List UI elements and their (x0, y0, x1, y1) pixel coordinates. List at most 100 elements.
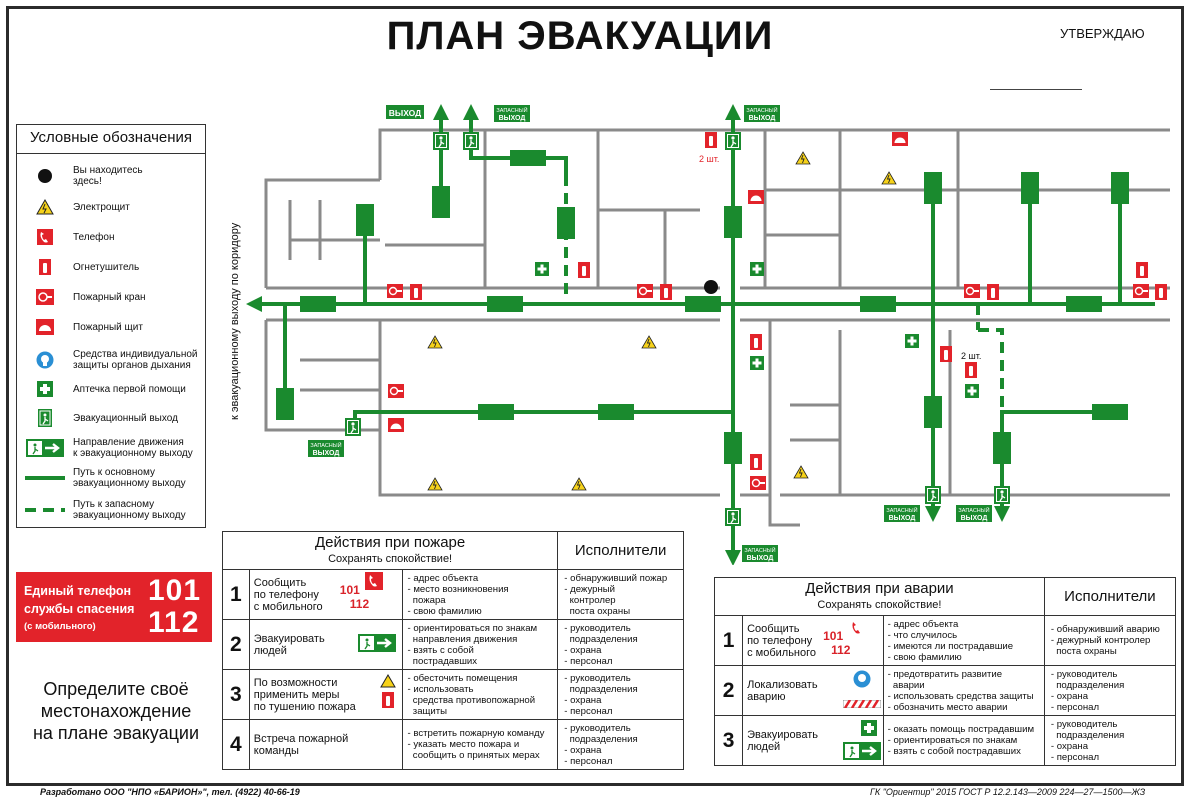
legend-item: Путь к основному эвакуационному выходу (17, 467, 205, 489)
legend-item: Аптечка первой помощи (17, 381, 205, 397)
accident-actions-table: Действия при аварии Сохранять спокойстви… (713, 577, 1177, 766)
exit-signs: ВЫХОД ЗАПАСНЫЙ ВЫХОД ЗАПАСНЫЙ ВЫХОД ЗАПА… (308, 105, 992, 562)
table-row: 1 Сообщить по телефону с мобильного 101 … (713, 615, 1177, 666)
legend-item: Вы находитесь здесь! (17, 165, 205, 187)
direction-arrow-icon (357, 634, 396, 652)
svg-text:ВЫХОД: ВЫХОД (961, 515, 988, 522)
legend-label: Пожарный кран (73, 291, 146, 303)
legend-label: Эвакуационный выход (73, 412, 178, 424)
respirator-icon (36, 351, 54, 369)
step-details: - ориентироваться по знакам направления … (402, 619, 559, 670)
extinguisher-count-lower: 2 шт. (961, 351, 981, 361)
fire-actions-title: Действия при пожаре (314, 533, 466, 551)
corridor-label: к эвакуационному выходу по коридору (230, 222, 241, 420)
locate-line: местонахождение (40, 701, 192, 721)
rescue-phone-101: 101 (148, 574, 202, 607)
step-details: - обесточить помещения - использовать ср… (402, 669, 559, 720)
step-action: Сообщить по телефону с мобильного 101 11… (742, 615, 884, 666)
step-action: Эвакуировать людей (742, 715, 884, 766)
locate-line: Определите своё (43, 679, 189, 699)
legend-label: Средства индивидуальной защиты органов д… (73, 349, 198, 371)
table-row: 2 Локализовать аварию - предотвратить ра… (713, 665, 1177, 716)
step-performers: - обнаруживший аварию - дежурный контрол… (1043, 615, 1177, 666)
step-number: 1 (222, 569, 250, 620)
svg-text:ВЫХОД: ВЫХОД (313, 450, 340, 457)
floor-plan: ВЫХОД ЗАПАСНЫЙ ВЫХОД ЗАПАСНЫЙ ВЫХОД ЗАПА… (230, 104, 1170, 565)
footer-developer: Разработано ООО "НПО «БАРИОН»", тел. (49… (40, 787, 300, 797)
step-number: 3 (222, 669, 250, 720)
respirator-icon (853, 670, 871, 688)
spare-routes (515, 175, 1004, 414)
step-action-text: Эвакуировать людей (253, 632, 325, 657)
legend-title: Условные обозначения (17, 125, 205, 154)
svg-text:ВЫХОД: ВЫХОД (499, 115, 526, 122)
evacuation-routes (246, 104, 1155, 565)
step-performers: - руководитель подразделения - охрана - … (557, 669, 684, 720)
barrier-tape-icon (843, 700, 882, 708)
step-performers: - руководитель подразделения - охрана - … (1043, 715, 1177, 766)
phone-icon (37, 229, 53, 245)
svg-text:ЗАПАСНЫЙ: ЗАПАСНЫЙ (310, 441, 341, 449)
step-details: - адрес объекта - что случилось - имеютс… (882, 615, 1045, 666)
svg-text:ЗАПАСНЫЙ: ЗАПАСНЫЙ (496, 106, 527, 114)
step-action: Локализовать аварию (742, 665, 884, 716)
rescue-phone-label-3: (с мобильного) (24, 621, 96, 632)
legend-item: Эвакуационный выход (17, 409, 205, 427)
step-action: Сообщить по телефону с мобильного 101 11… (248, 569, 404, 620)
phone-icon (849, 620, 866, 636)
page-title: ПЛАН ЭВАКУАЦИИ (386, 14, 774, 58)
svg-text:ЗАПАСНЫЙ: ЗАПАСНЫЙ (958, 506, 989, 514)
legend-label: Пожарный щит (73, 321, 143, 333)
step-performers: - руководитель подразделения - охрана - … (557, 719, 684, 770)
step-action: Встреча пожарной команды (248, 719, 404, 770)
accident-actions-title: Действия при аварии (805, 579, 954, 597)
legend-panel: Условные обозначения Вы находитесь здесь… (16, 124, 206, 528)
accident-actions-header: Действия при аварии Сохранять спокойстви… (714, 577, 1045, 616)
locate-yourself-note: Определите своё местонахождение на плане… (16, 678, 216, 744)
step-action-text: Сообщить по телефону с мобильного (747, 622, 817, 659)
fire-performers-header: Исполнители (557, 531, 684, 570)
rescue-phone-112: 112 (148, 606, 200, 639)
equipment-icons (386, 132, 1167, 491)
legend-label: Путь к основному эвакуационному выходу (73, 467, 186, 489)
first-aid-icon (37, 381, 53, 397)
direction-signs (276, 131, 1129, 527)
legend-item: Огнетушитель (17, 259, 205, 275)
legend-label: Электрощит (73, 201, 130, 213)
step-performers: - руководитель подразделения - охрана - … (1043, 665, 1177, 716)
table-row: 1 Сообщить по телефону с мобильного 101 … (222, 569, 684, 620)
svg-text:ВЫХОД: ВЫХОД (889, 515, 916, 522)
signature-line (990, 89, 1082, 90)
you-are-here-icon (38, 169, 52, 183)
table-row: 2 Эвакуировать людей - ориентироваться п… (222, 619, 684, 670)
svg-text:ВЫХОД: ВЫХОД (749, 115, 776, 122)
svg-text:ВЫХОД: ВЫХОД (747, 555, 774, 562)
step-details: - адрес объекта - место возникновения по… (402, 569, 559, 620)
spare-path-icon (25, 508, 65, 512)
poster-frame (6, 6, 1184, 786)
legend-item: Электрощит (17, 199, 205, 215)
legend-item: Средства индивидуальной защиты органов д… (17, 349, 205, 371)
table-row: 4 Встреча пожарной команды - встретить п… (222, 719, 684, 770)
fire-actions-header: Действия при пожаре Сохранять спокойстви… (221, 531, 559, 570)
emergency-exit-icon (38, 409, 52, 427)
fire-actions-table: Действия при пожаре Сохранять спокойстви… (221, 531, 684, 770)
svg-text:ЗАПАСНЫЙ: ЗАПАСНЫЙ (746, 106, 777, 114)
walls (264, 128, 1170, 527)
svg-text:ЗАПАСНЫЙ: ЗАПАСНЫЙ (744, 546, 775, 554)
legend-item: Направление движения к эвакуационному вы… (17, 437, 205, 459)
step-action: Эвакуировать людей (248, 619, 404, 670)
legend-label: Огнетушитель (73, 261, 140, 273)
phone-101: 101 (823, 629, 844, 643)
step-action-text: Локализовать аварию (747, 678, 818, 703)
phone-112: 112 (349, 597, 370, 611)
legend-item: Пожарный кран (17, 289, 205, 305)
accident-actions-subtitle: Сохранять спокойствие! (817, 598, 942, 611)
step-action-text: Сообщить по телефону с мобильного (253, 576, 323, 613)
step-performers: - руководитель подразделения - охрана - … (557, 619, 684, 670)
legend-label: Направление движения к эвакуационному вы… (73, 437, 193, 459)
electric-panel-icon (379, 674, 396, 688)
step-details: - оказать помощь пострадавшим - ориентир… (882, 715, 1045, 766)
svg-text:ВЫХОД: ВЫХОД (389, 108, 421, 118)
step-number: 1 (713, 615, 744, 666)
